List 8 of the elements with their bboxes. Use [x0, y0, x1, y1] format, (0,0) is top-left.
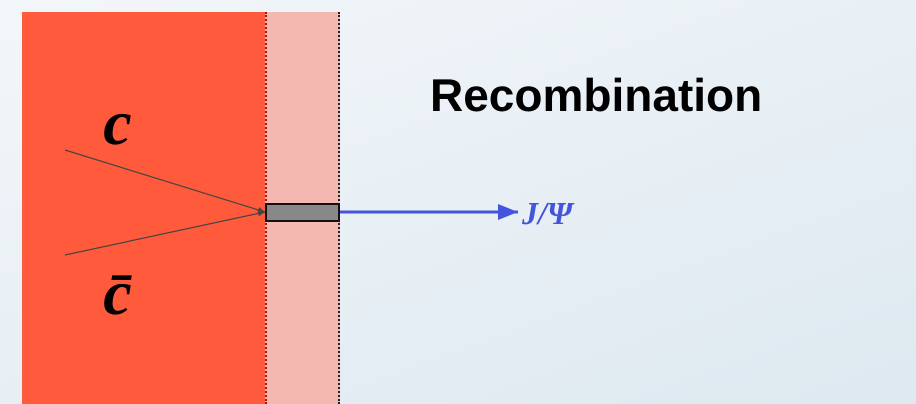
- meson-box: [265, 203, 340, 222]
- particle-label: J/Ψ: [522, 192, 622, 234]
- arrow: [340, 204, 518, 220]
- arrow: [64, 210, 266, 256]
- quark-label: c: [60, 95, 175, 150]
- quark-label: c̄: [60, 255, 175, 330]
- title: Recombination: [430, 68, 762, 122]
- arrow: [64, 149, 266, 213]
